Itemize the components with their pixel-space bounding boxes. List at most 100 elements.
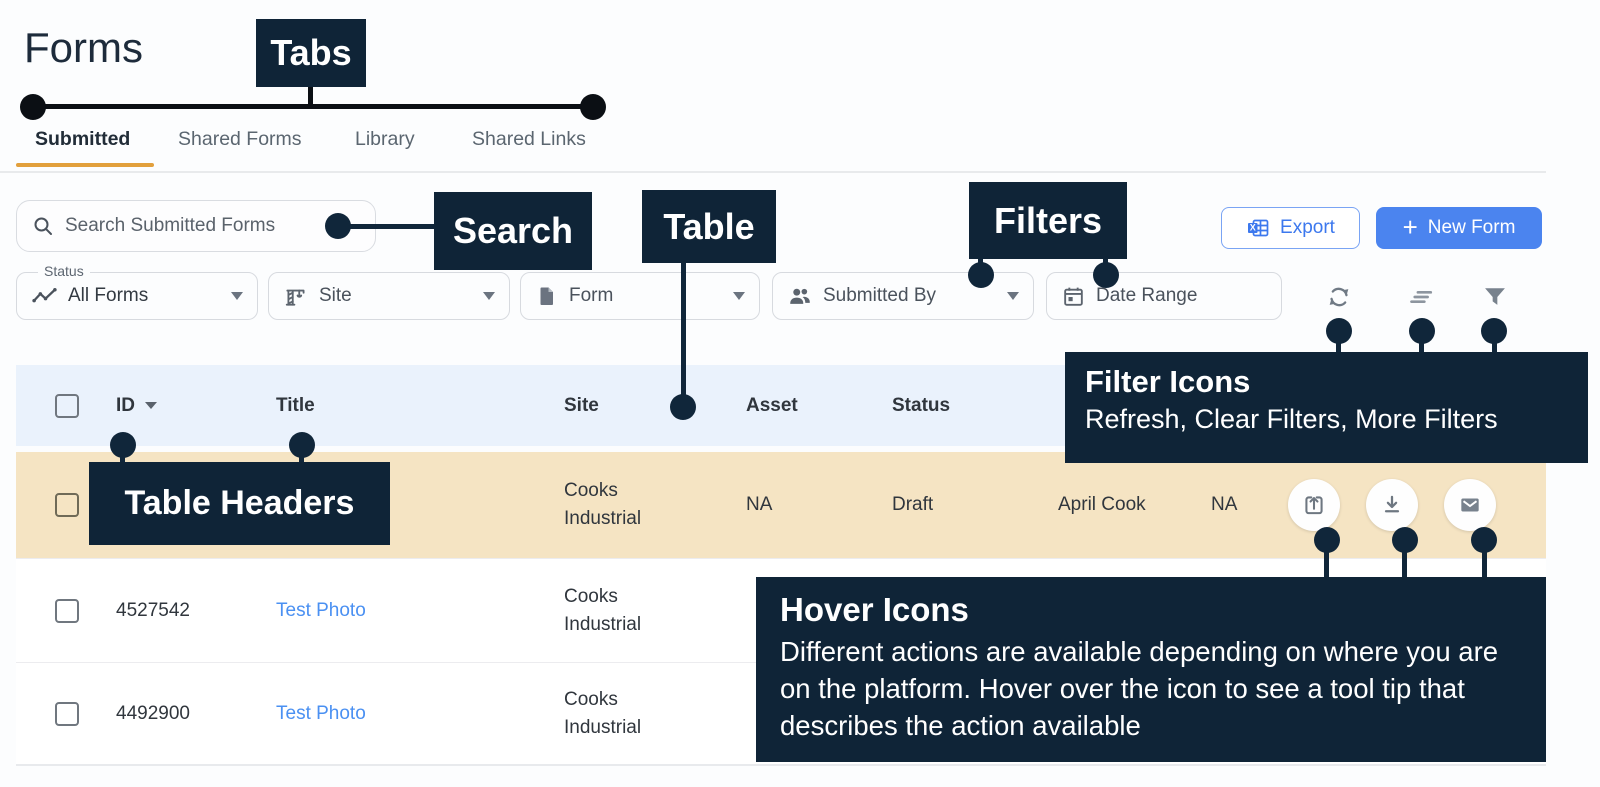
status-filter-dropdown[interactable]: All Forms bbox=[16, 272, 258, 320]
clear-filters-icon[interactable] bbox=[1408, 283, 1436, 311]
filter-icons-annotation-description: Refresh, Clear Filters, More Filters bbox=[1085, 404, 1498, 434]
download-icon bbox=[1379, 492, 1405, 518]
header-id[interactable]: ID bbox=[116, 394, 135, 416]
search-icon bbox=[31, 214, 55, 238]
table-headers-dot-id bbox=[110, 432, 136, 458]
email-button[interactable] bbox=[1444, 479, 1496, 531]
people-icon bbox=[787, 283, 813, 309]
table-headers-annotation: Table Headers bbox=[89, 462, 390, 545]
chevron-down-icon bbox=[1007, 292, 1019, 300]
tab-shared-forms[interactable]: Shared Forms bbox=[178, 128, 302, 150]
filters-connector-dot-left bbox=[968, 262, 994, 288]
crane-icon bbox=[283, 283, 309, 309]
select-all-checkbox[interactable] bbox=[55, 393, 79, 418]
chevron-down-icon bbox=[483, 292, 495, 300]
calendar-icon bbox=[1061, 284, 1086, 309]
file-icon bbox=[535, 284, 559, 308]
hover-icons-stem-2 bbox=[1402, 528, 1407, 580]
form-filter-value: Form bbox=[569, 285, 614, 306]
tabs-divider bbox=[0, 171, 1546, 173]
refresh-icon[interactable] bbox=[1325, 283, 1353, 311]
status-filter-label: Status bbox=[38, 263, 90, 279]
search-input[interactable] bbox=[65, 215, 325, 237]
hover-icons-dot-1 bbox=[1314, 527, 1340, 553]
hover-icons-dot-3 bbox=[1471, 527, 1497, 553]
form-filter-dropdown[interactable]: Form bbox=[520, 272, 760, 320]
export-button-label: Export bbox=[1280, 217, 1335, 238]
new-form-button[interactable]: + New Form bbox=[1376, 207, 1542, 249]
hover-icons-stem-1 bbox=[1324, 528, 1329, 580]
hover-icons-annotation: Hover Icons Different actions are availa… bbox=[756, 577, 1546, 762]
header-status[interactable]: Status bbox=[892, 394, 951, 416]
cell-extra: NA bbox=[1211, 494, 1238, 515]
hover-icons-stem-3 bbox=[1482, 528, 1487, 580]
site-filter-dropdown[interactable]: Site bbox=[268, 272, 510, 320]
tabs-connector-line bbox=[33, 104, 593, 109]
row-checkbox[interactable] bbox=[55, 493, 79, 517]
filter-icons-annotation-title: Filter Icons bbox=[1085, 364, 1251, 399]
table-connector-dot bbox=[670, 394, 696, 420]
row-checkbox[interactable] bbox=[55, 598, 79, 623]
row-checkbox[interactable] bbox=[55, 701, 79, 726]
table-headers-annotation-label: Table Headers bbox=[124, 484, 355, 522]
header-title[interactable]: Title bbox=[276, 394, 315, 416]
page-title: Forms bbox=[24, 24, 143, 71]
trending-icon bbox=[31, 286, 58, 307]
cell-site: Cooks Industrial bbox=[564, 480, 642, 529]
email-icon bbox=[1457, 492, 1483, 518]
chevron-down-icon bbox=[733, 292, 745, 300]
tabs-connector-dot-right bbox=[580, 94, 606, 120]
cell-submitted-by: April Cook bbox=[1058, 494, 1146, 515]
more-filters-icon[interactable] bbox=[1481, 283, 1509, 311]
tabs-connector-dot-left bbox=[20, 94, 46, 120]
filters-connector-dot-right bbox=[1093, 262, 1119, 288]
search-field[interactable] bbox=[16, 200, 376, 252]
filter-icons-dot-2 bbox=[1409, 318, 1435, 344]
cell-title-link[interactable]: Test Photo bbox=[276, 599, 366, 621]
filter-icons-annotation: Filter Icons Refresh, Clear Filters, Mor… bbox=[1065, 352, 1588, 463]
tabs-annotation-label: Tabs bbox=[270, 32, 352, 73]
upload-button[interactable] bbox=[1288, 479, 1340, 531]
filters-annotation-label: Filters bbox=[993, 199, 1103, 241]
header-asset[interactable]: Asset bbox=[746, 394, 798, 416]
search-connector-dot bbox=[325, 213, 351, 239]
tab-library[interactable]: Library bbox=[355, 128, 415, 150]
submitted-by-filter-dropdown[interactable]: Submitted By bbox=[772, 272, 1034, 320]
tab-shared-links[interactable]: Shared Links bbox=[472, 128, 586, 150]
filter-icons-dot-3 bbox=[1481, 318, 1507, 344]
chevron-down-icon bbox=[231, 292, 243, 300]
cell-id: 4527542 bbox=[116, 599, 190, 621]
table-annotation-label: Table bbox=[663, 205, 755, 247]
plus-icon: + bbox=[1402, 211, 1418, 242]
svg-text:X: X bbox=[1250, 223, 1256, 233]
export-button[interactable]: X Export bbox=[1221, 207, 1360, 249]
tabs-connector-stem bbox=[308, 85, 313, 107]
table-connector-stem bbox=[681, 263, 686, 407]
submitted-by-filter-value: Submitted By bbox=[823, 285, 936, 306]
search-annotation-label: Search bbox=[452, 210, 574, 251]
search-annotation: Search bbox=[434, 192, 592, 270]
table-headers-dot-title bbox=[289, 432, 315, 458]
cell-site: Cooks Industrial bbox=[564, 688, 642, 738]
filter-icons-dot-1 bbox=[1326, 318, 1352, 344]
cell-asset: NA bbox=[746, 494, 773, 515]
site-filter-value: Site bbox=[319, 285, 352, 306]
sort-caret-icon[interactable] bbox=[145, 402, 157, 409]
tab-submitted[interactable]: Submitted bbox=[35, 128, 131, 150]
excel-icon: X bbox=[1246, 216, 1270, 240]
download-button[interactable] bbox=[1366, 479, 1418, 531]
cell-site: Cooks Industrial bbox=[564, 585, 642, 635]
filters-annotation: Filters bbox=[969, 182, 1127, 259]
header-site[interactable]: Site bbox=[564, 394, 599, 416]
cell-status: Draft bbox=[892, 494, 934, 515]
tabs-annotation: Tabs bbox=[256, 19, 366, 87]
date-range-filter-value: Date Range bbox=[1096, 285, 1198, 306]
date-range-filter-dropdown[interactable]: Date Range bbox=[1046, 272, 1282, 320]
cell-id: 4492900 bbox=[116, 702, 190, 724]
cell-title-link[interactable]: Test Photo bbox=[276, 702, 366, 724]
search-connector-line bbox=[345, 224, 435, 229]
upload-icon bbox=[1301, 492, 1327, 518]
hover-icons-dot-2 bbox=[1392, 527, 1418, 553]
active-tab-underline bbox=[16, 163, 154, 167]
